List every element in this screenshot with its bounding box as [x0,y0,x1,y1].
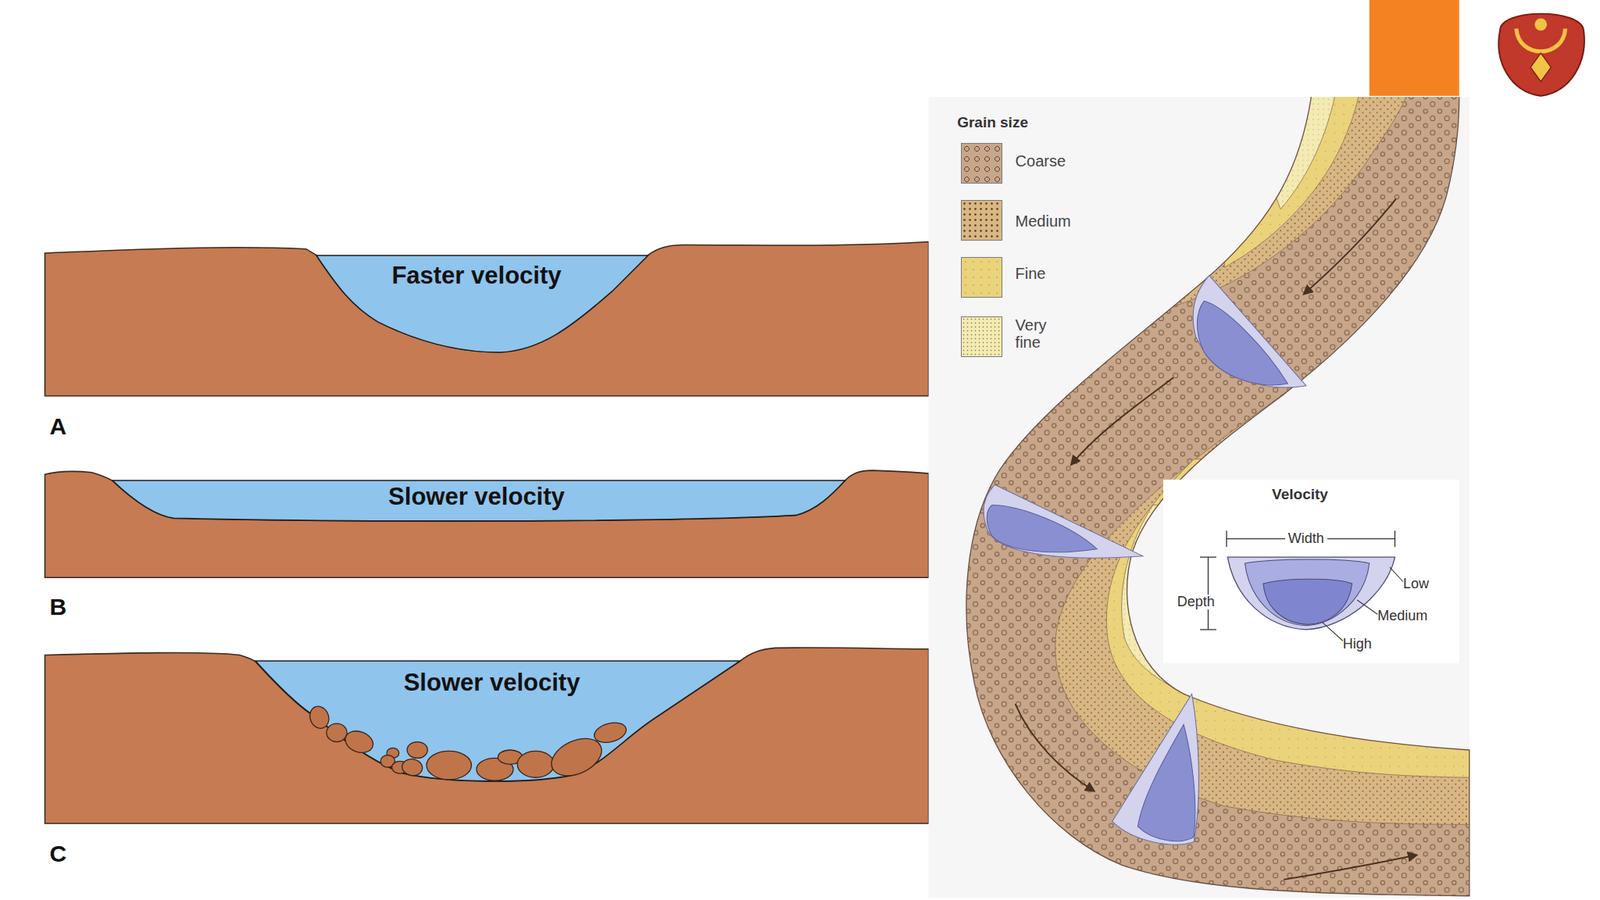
ground-section [44,470,929,578]
panel-letter: A [50,412,68,439]
velocity-zone-low [1227,557,1395,630]
cross-section-core [986,505,1097,553]
inset-background [1163,479,1460,664]
velocity-label: Slower velocity [359,669,625,697]
river-bank-outline [966,96,1470,897]
zone-label: High [1342,637,1372,654]
leader-line [1389,567,1404,582]
legend-label: Very fine [1015,316,1047,351]
flow-arrow [1283,855,1417,880]
logo-ornament [1516,28,1566,52]
velocity-label: Slower velocity [343,483,610,511]
ground-section [44,647,929,824]
depth-dimension [1207,557,1209,630]
legend-label: Medium [1015,212,1072,230]
boulder [386,747,400,758]
legend-label: Fine [1015,264,1047,283]
flow-arrow [1015,703,1095,791]
flow-arrow [1303,199,1397,294]
water-channel: Faster velocity [316,255,648,353]
dimension-label: Depth [1174,594,1218,611]
panel-letter: C [50,839,68,866]
logo-emblem [1498,14,1585,97]
boulder [307,703,333,732]
river-band [918,60,1511,900]
leader-line [1357,600,1378,615]
cross-section-core [1196,300,1288,386]
velocity-label: Faster velocity [343,262,610,290]
legend-heading: Grain size [957,114,1029,131]
zone-label: Medium [1377,608,1428,625]
dimension-tick [1200,628,1217,630]
leader-line [1322,622,1343,642]
cross-section-core [1137,724,1195,841]
very-fine-zone [1224,60,1337,209]
legend-swatch [960,142,1002,184]
flow-arrow [1071,377,1174,465]
boulder [392,760,409,774]
cross-section [1112,693,1200,845]
boulder [497,750,522,765]
dimension-label: Width [1285,531,1328,547]
water-channel: Slower velocity [112,480,846,523]
cross-section [1192,275,1307,388]
panel-letter: B [50,592,68,619]
logo-ornament [1534,18,1547,32]
velocity-zone-medium [1244,559,1369,626]
boulder [380,755,395,768]
boulder [517,750,554,778]
water-surface [316,255,648,353]
legend-label: Coarse [1015,152,1066,170]
boulder [476,757,514,781]
inset-heading: Velocity [1271,486,1329,504]
water-channel: Slower velocity [255,660,740,784]
logo-ornament [1530,53,1551,83]
coarse-zone [918,60,1511,900]
medium-zone [1173,60,1418,306]
medium-zone [1055,377,1490,825]
legend-swatch [960,200,1002,241]
boulder [426,750,472,780]
boulder [400,757,424,778]
boulder [326,723,347,743]
accent-block [1369,0,1460,97]
fine-zone [1224,60,1364,268]
dimension-tick [1200,556,1217,558]
boulder [592,719,629,747]
zone-label: Low [1403,577,1429,593]
legend-swatch [960,316,1002,358]
boulder [545,731,608,784]
water-surface [255,660,740,782]
boulder [342,727,376,757]
dimension-tick [1225,530,1227,547]
velocity-zone-high [1263,578,1353,625]
cross-section [983,484,1143,558]
dimension-tick [1394,530,1396,547]
water-surface [112,480,846,522]
legend-swatch [960,257,1002,298]
boulder [407,742,428,759]
ground-section [44,242,929,397]
